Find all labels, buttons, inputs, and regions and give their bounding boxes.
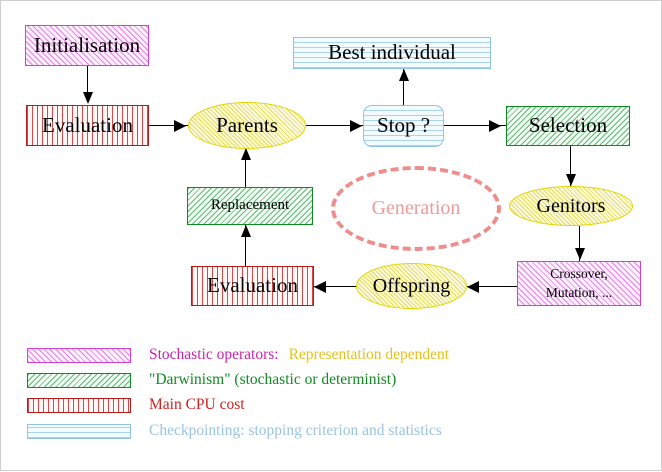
legend-swatch-red [27, 397, 131, 413]
legend-label-checkpointing: Checkpointing: stopping criterion and st… [149, 422, 442, 439]
node-selection[interactable]: Selection [506, 106, 630, 146]
arrowhead-initialisation-to-evaluation [82, 92, 93, 104]
node-generation-group: Generation [331, 166, 501, 251]
edge-initialisation-to-evaluation [87, 66, 89, 94]
node-evaluation-bottom[interactable]: Evaluation [191, 266, 314, 306]
arrowhead-evaluation-to-replacement [240, 225, 251, 237]
legend-row-cpu-cost: Main CPU cost [1, 393, 641, 417]
arrowhead-stop-to-selection [489, 120, 501, 132]
legend-label-stochastic: Stochastic operators: [149, 346, 279, 363]
edge-selection-to-genitors [570, 146, 572, 188]
edge-replacement-to-parents [245, 148, 247, 187]
arrowhead-offspring-to-evaluation [314, 281, 326, 293]
node-genitors[interactable]: Genitors [509, 186, 633, 226]
legend-label-darwinism: "Darwinism" (stochastic or determinist) [149, 371, 397, 388]
arrowhead-parents-to-stop [350, 120, 362, 132]
legend-swatch-green [27, 372, 131, 388]
edge-stop-to-best-individual [403, 69, 405, 107]
node-offspring[interactable]: Offspring [356, 263, 467, 309]
legend-swatch-blue [27, 423, 131, 439]
edge-evaluation-to-replacement [245, 225, 247, 267]
arrowhead-crossover-to-offspring [467, 281, 479, 293]
legend-swatch-magenta [27, 347, 131, 363]
legend-label-representation: Representation dependent [288, 346, 450, 363]
legend-row-darwinism: "Darwinism" (stochastic or determinist) [1, 368, 641, 392]
arrowhead-selection-to-genitors [565, 174, 576, 186]
node-stop[interactable]: Stop ? [363, 105, 444, 147]
arrowhead-evaluation-to-parents [174, 120, 186, 132]
edge-offspring-to-evaluation [314, 286, 360, 288]
node-initialisation[interactable]: Initialisation [25, 25, 149, 66]
legend-label-cpu-cost: Main CPU cost [149, 396, 245, 413]
legend-row-stochastic: Stochastic operators: Representation dep… [1, 343, 641, 367]
node-replacement[interactable]: Replacement [187, 187, 313, 225]
node-parents[interactable]: Parents [188, 102, 306, 149]
edge-crossover-to-offspring [467, 286, 519, 288]
node-best-individual[interactable]: Best individual [293, 37, 491, 69]
legend: Stochastic operators: Representation dep… [1, 337, 662, 457]
edge-parents-to-stop [306, 125, 364, 127]
edge-evaluation-to-parents [149, 125, 189, 127]
edge-genitors-to-crossover [579, 226, 581, 262]
node-crossover-mutation[interactable]: Crossover, Mutation, ... [517, 261, 641, 306]
arrowhead-stop-to-best-individual [398, 69, 409, 81]
arrowhead-replacement-to-parents [240, 148, 251, 160]
legend-row-checkpointing: Checkpointing: stopping criterion and st… [1, 419, 641, 443]
node-evaluation-top[interactable]: Evaluation [26, 105, 149, 146]
arrowhead-genitors-to-crossover [574, 248, 585, 260]
edge-stop-to-selection [444, 125, 506, 127]
